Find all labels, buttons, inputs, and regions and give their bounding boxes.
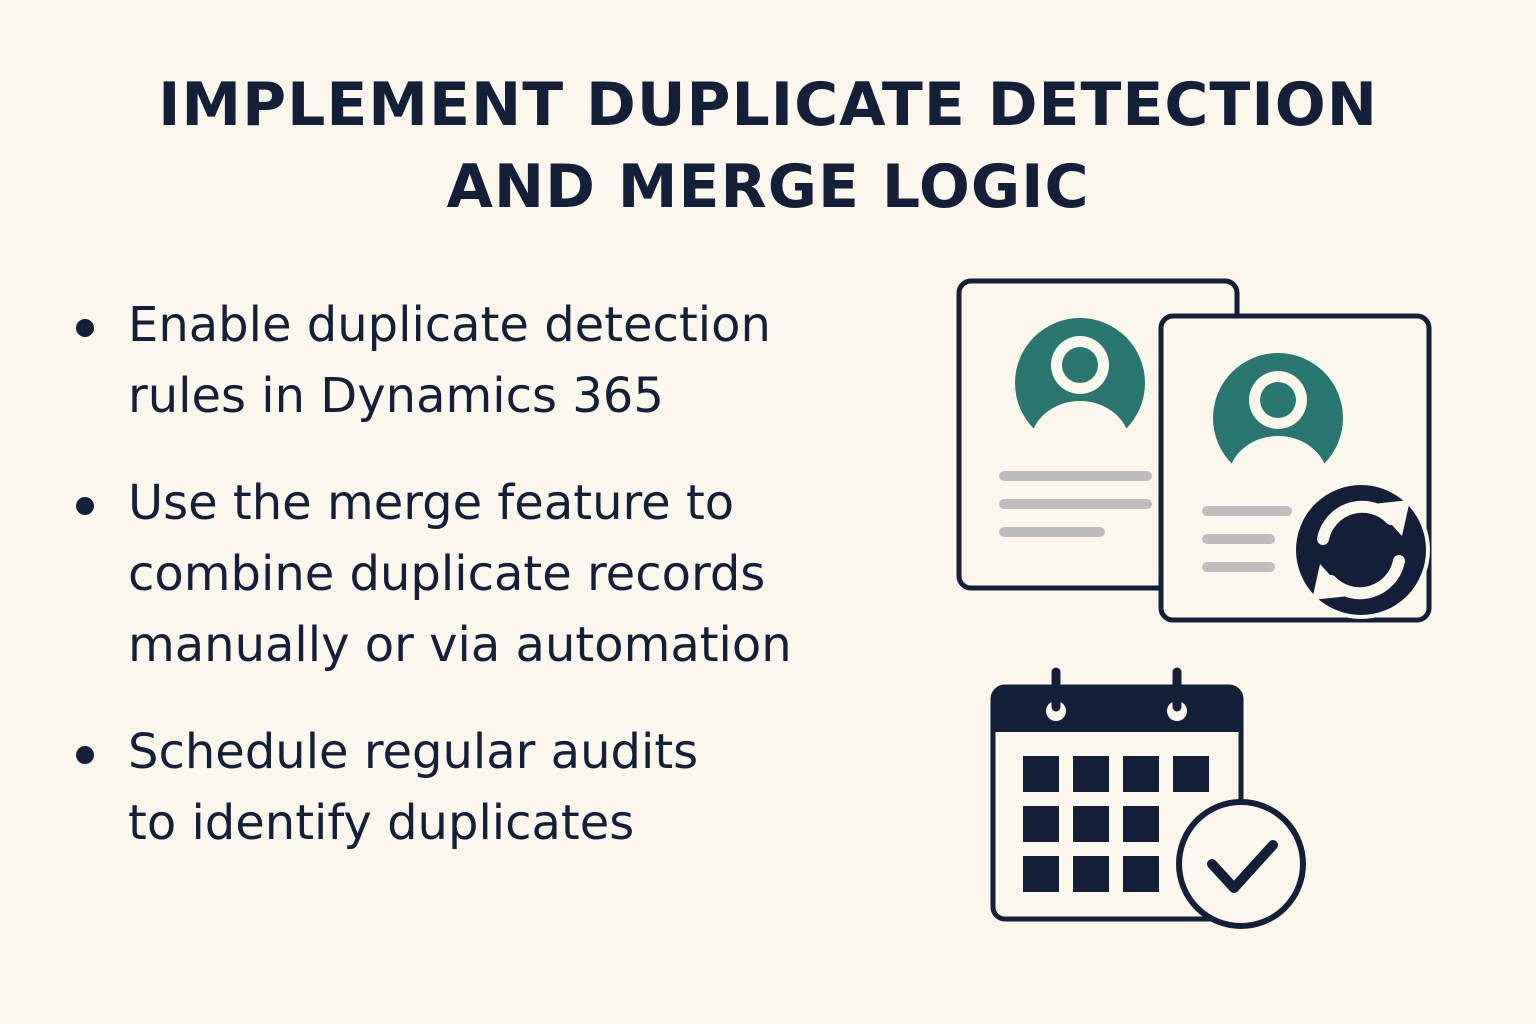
checkmark-circle-icon — [1176, 799, 1306, 929]
bullet-line: Use the merge feature to — [128, 475, 735, 531]
bullet-line: to identify duplicates — [128, 795, 635, 851]
person-avatar-icon — [1015, 318, 1145, 451]
bullet-line: Enable duplicate detection — [128, 297, 771, 353]
bullet-line: combine duplicate records — [128, 546, 766, 602]
text-placeholder-lines — [1202, 506, 1292, 572]
bullet-list: Enable duplicate detection rules in Dyna… — [70, 290, 890, 895]
sync-arrows-icon — [1292, 481, 1430, 619]
bullet-dot-icon — [76, 319, 94, 337]
title-line-1: IMPLEMENT DUPLICATE DETECTION — [158, 70, 1378, 140]
illustration-svg — [956, 278, 1432, 929]
bullet-line: manually or via automation — [128, 617, 792, 673]
calendar-grid — [1023, 756, 1209, 892]
bullet-item-enable-rules: Enable duplicate detection rules in Dyna… — [70, 290, 890, 432]
person-avatar-icon — [1213, 353, 1343, 486]
text-placeholder-lines — [999, 471, 1152, 537]
bullet-dot-icon — [76, 746, 94, 764]
title-line-2: AND MERGE LOGIC — [446, 152, 1090, 222]
bullet-item-schedule-audits: Schedule regular audits to identify dupl… — [70, 717, 890, 859]
bullet-dot-icon — [76, 497, 94, 515]
bullet-line: Schedule regular audits — [128, 724, 699, 780]
bullet-text: Use the merge feature to combine duplica… — [128, 468, 890, 681]
bullet-text: Schedule regular audits to identify dupl… — [128, 717, 890, 859]
illustration — [940, 260, 1460, 950]
bullet-item-merge-feature: Use the merge feature to combine duplica… — [70, 468, 890, 681]
bullet-line: rules in Dynamics 365 — [128, 368, 664, 424]
page-title: IMPLEMENT DUPLICATE DETECTION AND MERGE … — [0, 64, 1536, 228]
bullet-text: Enable duplicate detection rules in Dyna… — [128, 290, 890, 432]
